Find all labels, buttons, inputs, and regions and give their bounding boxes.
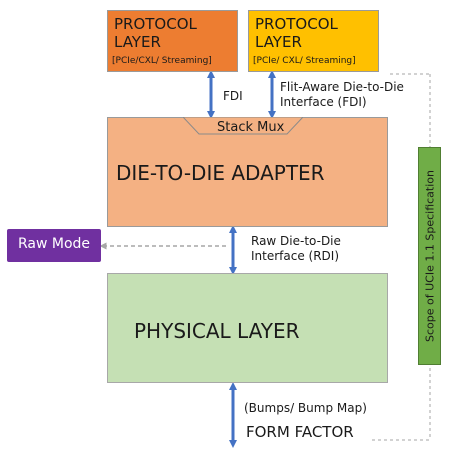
protocol-layer-2-title-line2: LAYER [255,33,302,51]
protocol-layer-1-subtitle: [PCIe/CXL/ Streaming] [112,56,212,66]
bumps-label: (Bumps/ Bump Map) [244,401,367,415]
scope-bar: Scope of UCIe 1.1 Specification [418,147,441,365]
die-to-die-adapter-box: Stack Mux DIE-TO-DIE ADAPTER [107,117,388,227]
protocol-layer-1-title: PROTOCOL LAYER [114,15,197,51]
protocol-layer-1-title-line2: LAYER [114,33,161,51]
stack-mux-shape [183,117,303,135]
protocol-layer-2-subtitle: [PCIe/ CXL/ Streaming] [253,56,356,66]
raw-mode-label: Raw Mode [17,236,91,252]
protocol-layer-2-title: PROTOCOL LAYER [255,15,338,51]
raw-mode-box: Raw Mode [7,229,101,262]
protocol-layer-2-title-line1: PROTOCOL [255,15,338,33]
adapter-title: DIE-TO-DIE ADAPTER [116,161,325,185]
fdi-long-label-line1: Flit-Aware Die-to-Die [280,80,404,94]
rdi-label: Raw Die-to-Die Interface (RDI) [251,234,341,264]
protocol-layer-box-1: PROTOCOL LAYER [PCIe/CXL/ Streaming] [107,10,238,72]
form-factor-label: FORM FACTOR [246,423,354,441]
physical-layer-title: PHYSICAL LAYER [134,319,300,343]
protocol-layer-box-2: PROTOCOL LAYER [PCIe/ CXL/ Streaming] [248,10,379,72]
fdi-long-label: Flit-Aware Die-to-Die Interface (FDI) [280,80,404,110]
scope-label: Scope of UCIe 1.1 Specification [423,170,436,342]
physical-layer-box: PHYSICAL LAYER [107,273,388,383]
rdi-label-line2: Interface (RDI) [251,249,340,263]
fdi-long-label-line2: Interface (FDI) [280,95,367,109]
stack-mux-label: Stack Mux [217,120,285,135]
fdi-short-label: FDI [223,89,243,103]
rdi-label-line1: Raw Die-to-Die [251,234,341,248]
protocol-layer-1-title-line1: PROTOCOL [114,15,197,33]
